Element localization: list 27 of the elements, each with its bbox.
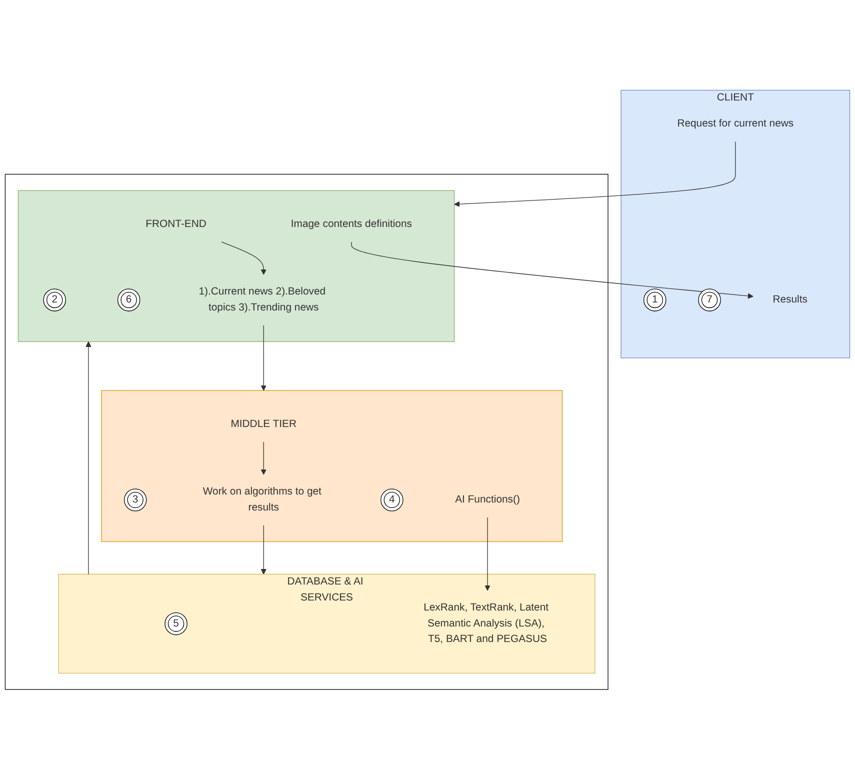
arrow xyxy=(260,325,266,391)
node-text: MIDDLE TIER xyxy=(230,418,297,430)
node-text: FRONT-END xyxy=(146,218,206,230)
arrow xyxy=(260,442,266,475)
node-circle: 2 xyxy=(43,288,66,312)
node-text: Image contents definitions xyxy=(290,218,412,230)
arrow xyxy=(351,242,754,299)
cluster xyxy=(4,174,608,690)
node-text: 1).Current news 2).Beloved topics 3).Trending news xyxy=(198,286,326,314)
arrow xyxy=(221,242,266,275)
arrow xyxy=(260,525,266,575)
node-text: LexRank, TextRank, Latent Semantic Analysis (LSA), T5, BART and PEGASUS xyxy=(424,602,549,645)
arrow xyxy=(86,342,92,575)
node-circle: 6 xyxy=(117,288,140,312)
arrow xyxy=(454,141,736,208)
node-text: Request for current news xyxy=(677,118,794,130)
node-circle: 5 xyxy=(164,612,188,636)
node-circle: 4 xyxy=(380,488,404,512)
node-text: Results xyxy=(772,294,808,306)
cluster xyxy=(101,390,563,542)
arrow xyxy=(484,517,490,591)
node-text: Work on algorithms to get results xyxy=(202,486,322,514)
node-circle: 3 xyxy=(124,488,147,512)
node-text: AI Functions() xyxy=(455,494,520,506)
node-circle: 7 xyxy=(698,288,721,312)
cluster xyxy=(18,190,455,342)
node-circle: 1 xyxy=(644,288,666,312)
